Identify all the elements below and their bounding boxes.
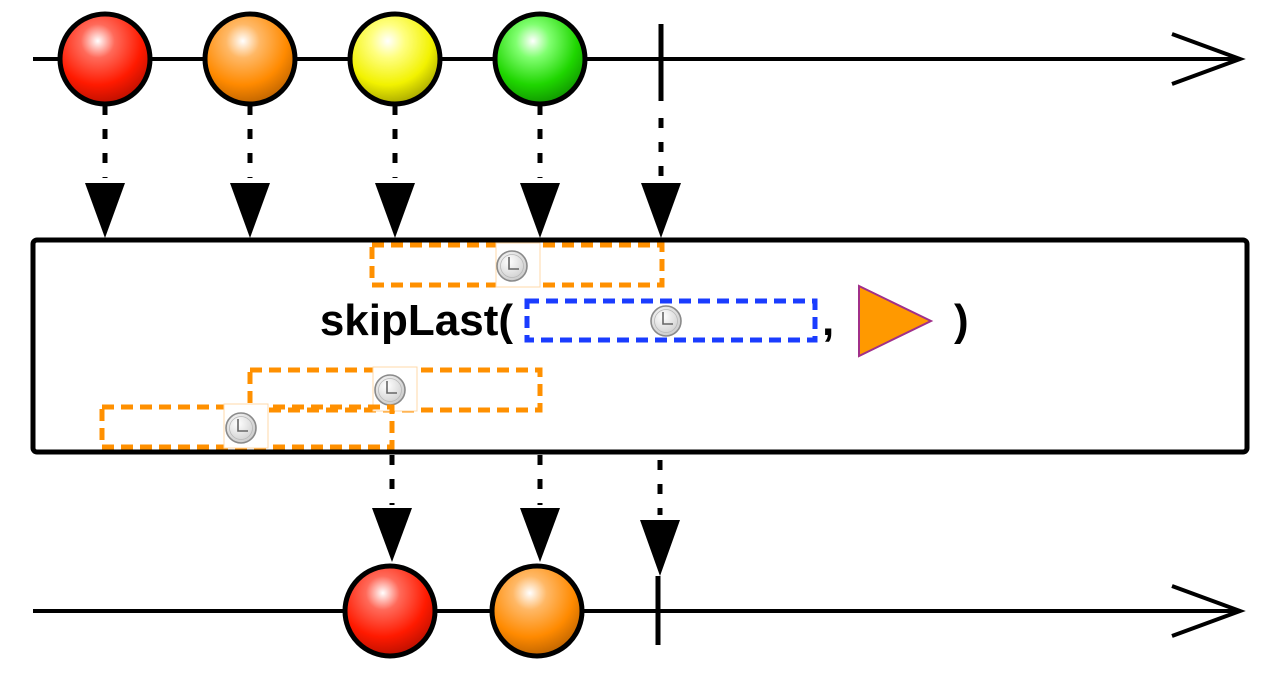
source-marble-orange bbox=[202, 11, 298, 107]
source-emission-arrows bbox=[85, 105, 681, 238]
play-triangle-icon bbox=[858, 284, 934, 358]
duration-parameter bbox=[524, 298, 818, 343]
time-windows bbox=[99, 242, 665, 450]
operator-label: skipLast( , ) bbox=[320, 284, 969, 358]
operator-name: skipLast( bbox=[320, 296, 514, 345]
source-marbles bbox=[57, 11, 588, 107]
source-marble-green bbox=[492, 11, 588, 107]
output-emission-arrows bbox=[372, 455, 680, 576]
source-marble-red bbox=[57, 11, 153, 107]
operator-close-paren: ) bbox=[954, 296, 969, 345]
operator-box bbox=[30, 237, 1250, 455]
source-marble-yellow bbox=[347, 11, 443, 107]
output-timeline bbox=[33, 576, 1246, 645]
clock-icon bbox=[374, 374, 406, 406]
clock-icon bbox=[496, 250, 528, 282]
clock-icon bbox=[225, 412, 257, 444]
output-marble-red bbox=[342, 563, 438, 659]
output-marbles bbox=[342, 563, 585, 659]
operator-comma: , bbox=[822, 296, 834, 345]
clock-icon bbox=[650, 305, 682, 337]
output-marble-orange bbox=[489, 563, 585, 659]
